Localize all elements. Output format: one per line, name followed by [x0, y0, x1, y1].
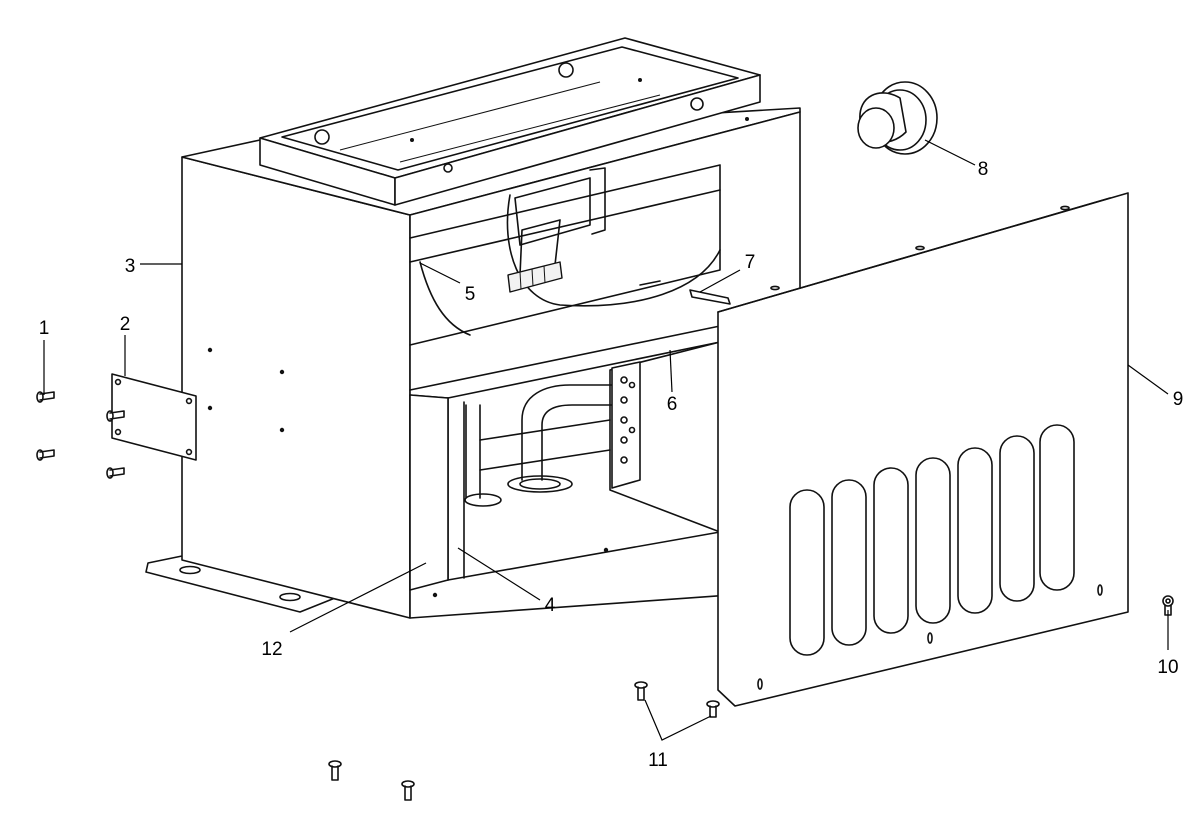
heating-tube	[521, 384, 613, 481]
flange-slot-left	[179, 565, 201, 575]
callout-7: 7	[745, 252, 756, 273]
callout-6: 6	[667, 394, 678, 415]
grommet-cap	[857, 81, 938, 155]
side-panel	[181, 156, 411, 619]
louver-slot	[999, 435, 1035, 602]
callout-2: 2	[120, 314, 131, 335]
screw-1b	[36, 449, 55, 461]
screw-bottom-b	[401, 780, 415, 801]
callout-9: 9	[1173, 389, 1184, 410]
leader-lines	[43, 139, 1169, 741]
screw-2a	[106, 410, 125, 422]
louver-slot	[1039, 424, 1075, 591]
callout-10: 10	[1157, 657, 1178, 678]
louver-slot	[957, 447, 993, 614]
top-tray	[259, 37, 761, 206]
clip-7	[639, 280, 731, 305]
screw-bottom-a	[328, 760, 342, 781]
side-bracket	[409, 394, 449, 591]
louver-slot	[873, 467, 909, 634]
screw-2b	[106, 467, 125, 479]
callout-5: 5	[465, 284, 476, 305]
terminal-plate	[611, 361, 641, 489]
screw-10	[1162, 595, 1174, 616]
flange-slot-right	[279, 592, 301, 602]
cover-panel	[717, 192, 1129, 707]
louver-slot	[831, 479, 867, 646]
louver-slot	[789, 489, 825, 656]
screw-1	[36, 391, 55, 403]
callout-3: 3	[125, 256, 136, 277]
callout-1: 1	[39, 318, 50, 339]
screw-11b	[706, 700, 720, 718]
blower-scroll	[419, 261, 471, 336]
callout-4: 4	[545, 595, 556, 616]
screw-11a	[634, 681, 648, 701]
housing	[145, 107, 801, 619]
screws	[36, 280, 1174, 801]
callout-8: 8	[978, 159, 989, 180]
callout-12: 12	[261, 639, 282, 660]
callout-11: 11	[648, 750, 668, 771]
callout-labels: 1 2 3 4 5 6 7 8 9 10 11 12	[39, 159, 1184, 771]
terminal-block	[507, 261, 563, 293]
louver-slot	[915, 457, 951, 624]
